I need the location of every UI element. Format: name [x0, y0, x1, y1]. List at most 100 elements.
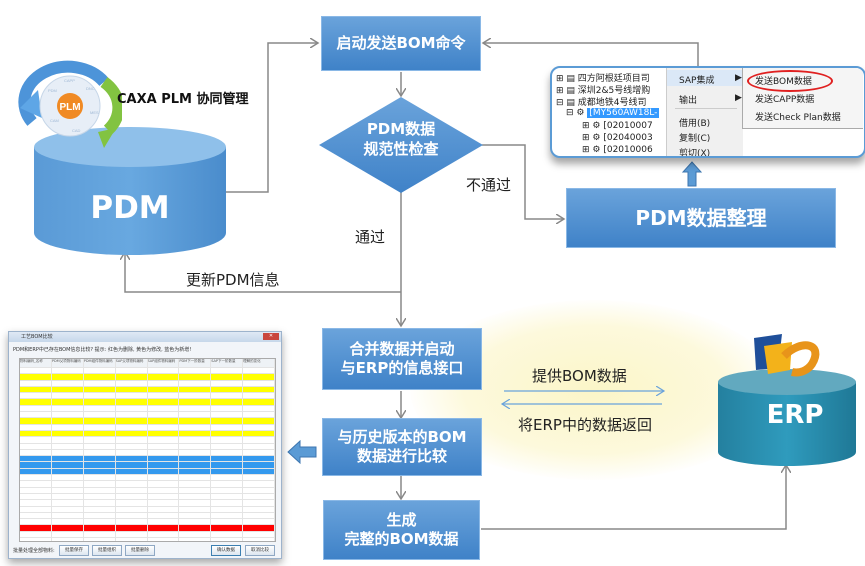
batch-delete-button[interactable]: 批量删除: [125, 545, 155, 556]
step-compare-line2: 数据进行比较: [356, 447, 447, 465]
grid-cell: [211, 500, 244, 506]
grid-cell: [20, 443, 52, 449]
tree-item-selected[interactable]: ⊟ ⚙ [MY560AW18L-: [566, 108, 660, 118]
grid-row-red[interactable]: [20, 525, 275, 532]
grid-cell: [20, 412, 52, 418]
grid-row-yellow[interactable]: [20, 418, 275, 425]
grid-cell: [243, 468, 275, 475]
decision-data-check: [319, 97, 483, 193]
grid-row-white[interactable]: [20, 424, 275, 431]
batch-organize-button[interactable]: 批量组织: [92, 545, 122, 556]
grid-cell: [20, 538, 52, 541]
grid-row-yellow[interactable]: [20, 430, 275, 438]
tree-item[interactable]: ⊞ ⚙ [02010006: [582, 145, 653, 155]
batch-save-button[interactable]: 批量保存: [59, 545, 89, 556]
menu-item-copy[interactable]: 复制(C): [679, 134, 711, 144]
grid-cell: [20, 430, 52, 437]
grid-row-white[interactable]: [20, 493, 275, 501]
edge-pdm-to-start: [218, 43, 318, 193]
grid-cell: [211, 462, 244, 468]
grid-cell: [116, 386, 148, 393]
grid-column-header[interactable]: 理解的变化: [243, 359, 275, 367]
menu-item-output[interactable]: 输出 ▶: [679, 93, 742, 106]
confirm-data-button[interactable]: 确认数据: [211, 545, 241, 556]
grid-cell: [243, 462, 275, 468]
menu-item-send-capp[interactable]: 发送CAPP数据: [755, 95, 815, 105]
grid-cell: [179, 481, 212, 487]
grid-cell: [211, 449, 244, 456]
grid-row-blue[interactable]: [20, 468, 275, 476]
grid-row-white[interactable]: [20, 380, 275, 387]
grid-row-white[interactable]: [20, 475, 275, 482]
grid-column-header[interactable]: SAP组件物料编码: [148, 359, 180, 367]
grid-cell: [243, 443, 275, 449]
grid-row-white[interactable]: [20, 531, 275, 539]
grid-cell: [84, 437, 116, 443]
grid-cell: [148, 512, 180, 519]
grid-row-blue[interactable]: [20, 462, 275, 469]
tree-item[interactable]: ⊞ ▤ 深圳2&5号线增购: [556, 86, 651, 96]
grid-cell: [20, 456, 52, 462]
grid-row-white[interactable]: [20, 519, 275, 526]
grid-row-white[interactable]: [20, 487, 275, 494]
grid-row-white[interactable]: [20, 437, 275, 444]
grid-cell: [148, 405, 180, 412]
grid-cell: [84, 506, 116, 512]
grid-cell: [84, 449, 116, 456]
grid-row-white[interactable]: [20, 368, 275, 375]
grid-cell: [84, 380, 116, 386]
grid-cell: [179, 475, 212, 481]
grid-row-yellow[interactable]: [20, 386, 275, 394]
submenu-arrow-icon: ▶: [735, 73, 742, 83]
cancel-compare-button[interactable]: 取消比较: [245, 545, 275, 556]
grid-cell: [52, 393, 84, 399]
grid-column-header[interactable]: SAP父项物料编码: [116, 359, 148, 367]
tree-item[interactable]: ⊞ ▤ 四方阿根廷项目司: [556, 74, 650, 84]
grid-cell: [84, 443, 116, 449]
grid-row-white[interactable]: [20, 405, 275, 413]
plm-seg-mes: MES: [90, 110, 99, 115]
grid-row-white[interactable]: [20, 512, 275, 520]
erp-database: [718, 334, 856, 466]
grid-row-white[interactable]: [20, 393, 275, 400]
menu-item-sap-integration[interactable]: SAP集成 ▶: [679, 73, 742, 86]
tree-item[interactable]: ⊞ ⚙ [02040003: [582, 133, 653, 143]
grid-cell: [179, 405, 212, 412]
grid-cell: [211, 374, 244, 380]
grid-row-white[interactable]: [20, 412, 275, 419]
grid-row-white[interactable]: [20, 506, 275, 513]
close-icon[interactable]: ✕: [263, 333, 279, 340]
step-compare-line1: 与历史版本的BOM: [337, 428, 467, 447]
menu-item-send-check-plan[interactable]: 发送Check Plan数据: [755, 113, 841, 123]
grid-cell: [20, 437, 52, 443]
grid-cell: [179, 487, 212, 493]
grid-cell: [20, 481, 52, 487]
grid-cell: [211, 430, 244, 437]
grid-cell: [20, 468, 52, 475]
grid-row-white[interactable]: [20, 500, 275, 507]
grid-cell: [20, 374, 52, 380]
grid-cell: [179, 430, 212, 437]
grid-cell: [243, 506, 275, 512]
grid-cell: [52, 475, 84, 481]
grid-column-header[interactable]: PDM下一阶数量: [179, 359, 212, 367]
grid-row-white[interactable]: [20, 443, 275, 450]
menu-item-send-bom[interactable]: 发送BOM数据: [755, 77, 812, 87]
tree-item[interactable]: ⊞ ⚙ [02010007: [582, 121, 653, 131]
grid-column-header[interactable]: PDM组件物料编码: [84, 359, 116, 367]
grid-cell: [211, 481, 244, 487]
grid-row-white[interactable]: [20, 538, 275, 541]
grid-row-white[interactable]: [20, 449, 275, 457]
grid-cell: [243, 487, 275, 493]
grid-cell: [20, 449, 52, 456]
grid-row-yellow[interactable]: [20, 374, 275, 381]
grid-row-white[interactable]: [20, 481, 275, 488]
menu-item-borrow[interactable]: 借用(B): [679, 119, 711, 129]
grid-column-header[interactable]: SAP下一阶数量: [211, 359, 244, 367]
grid-row-yellow[interactable]: [20, 399, 275, 406]
grid-row-blue[interactable]: [20, 456, 275, 463]
grid-column-header[interactable]: PDM父项物料编码: [52, 359, 84, 367]
grid-column-header[interactable]: 物料编码_名称: [20, 359, 52, 367]
tree-item[interactable]: ⊟ ▤ 成都地铁4号线司: [556, 98, 647, 108]
menu-item-cut[interactable]: 剪切(X): [679, 149, 711, 158]
